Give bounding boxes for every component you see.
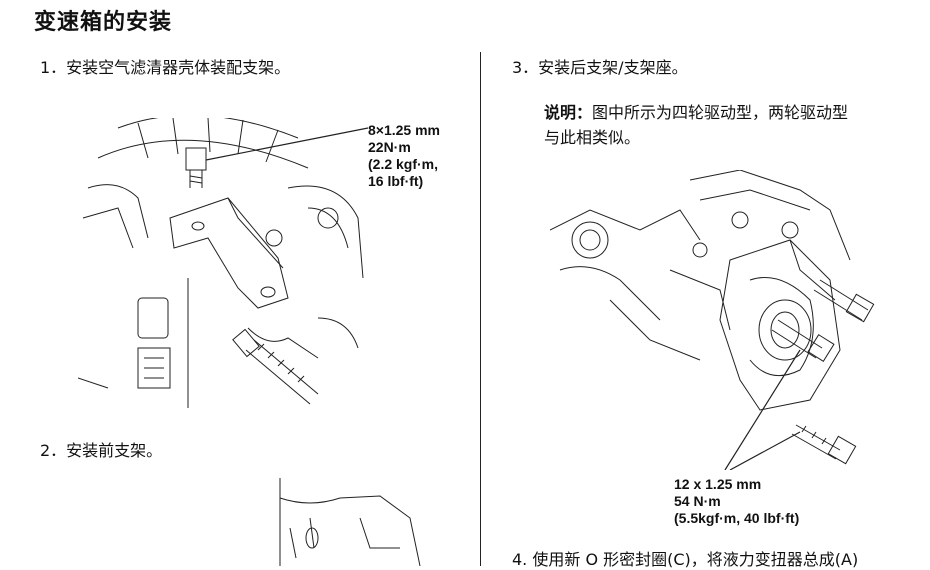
air-cleaner-bracket-illustration — [78, 118, 378, 418]
step-4-text: 4. 使用新 O 形密封圈(C)，将液力变扭器总成(A) — [512, 550, 859, 569]
spec-3-torque: 12 x 1.25 mm 54 N·m (5.5kgf·m, 40 lbf·ft… — [674, 476, 799, 527]
spec-1-torque: 8×1.25 mm 22N·m (2.2 kgf·m, 16 lbf·ft) — [368, 122, 440, 190]
front-mount-illustration — [270, 478, 430, 566]
note-text-1: 图中所示为四轮驱动型，两轮驱动型 — [592, 103, 849, 122]
spec-1-line2: 22N·m — [368, 139, 411, 155]
step-2-text: 2．安装前支架。 — [40, 441, 163, 460]
rear-mount-illustration — [550, 170, 880, 470]
spec-3-line2: 54 N·m — [674, 493, 721, 509]
column-divider — [480, 52, 481, 566]
note-text-2: 与此相类似。 — [544, 128, 641, 147]
spec-1-line4: 16 lbf·ft) — [368, 173, 424, 189]
spec-3-line1: 12 x 1.25 mm — [674, 476, 762, 492]
page-title: 变速箱的安装 — [34, 10, 173, 35]
spec-3-line3: (5.5kgf·m, 40 lbf·ft) — [674, 510, 800, 526]
step-1-text: 1．安装空气滤清器壳体装配支架。 — [40, 58, 291, 77]
note-label: 说明： — [544, 103, 593, 122]
note-block: 说明：图中所示为四轮驱动型，两轮驱动型 与此相类似。 — [544, 100, 924, 150]
spec-1-line1: 8×1.25 mm — [368, 122, 440, 138]
step-3-text: 3．安装后支架/支架座。 — [512, 58, 688, 77]
spec-1-line3: (2.2 kgf·m, — [368, 156, 439, 172]
